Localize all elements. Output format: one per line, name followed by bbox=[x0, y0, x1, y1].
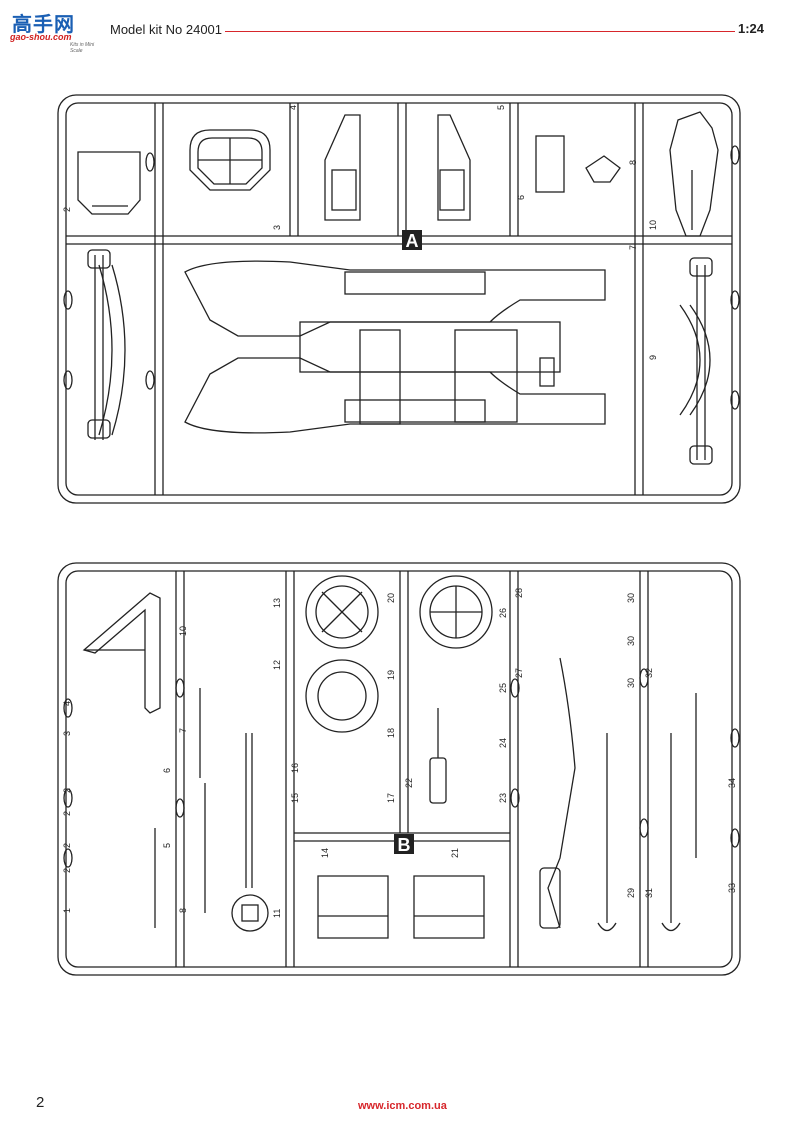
logo-url-text: gao-shou.com bbox=[10, 32, 72, 42]
part-number: 9 bbox=[648, 355, 658, 360]
part-number: 2 bbox=[62, 788, 72, 793]
part-number: 5 bbox=[162, 843, 172, 848]
sprue-b-svg: B 1 2 2 2 2 3 4 5 6 7 8 10 11 12 13 14 1… bbox=[57, 562, 741, 976]
header-divider bbox=[225, 31, 735, 32]
part-number: 4 bbox=[288, 105, 298, 110]
kit-title: Model kit No 24001 bbox=[110, 22, 223, 37]
site-logo: 高手网 gao-shou.com Kits in Mini Scale bbox=[8, 8, 108, 54]
sprue-b-letter: B bbox=[398, 835, 411, 855]
part-number: 6 bbox=[162, 768, 172, 773]
part-number: 23 bbox=[498, 793, 508, 803]
part-number: 31 bbox=[644, 888, 654, 898]
part-number: 3 bbox=[62, 731, 72, 736]
part-number: 6 bbox=[516, 195, 526, 200]
part-number: 10 bbox=[648, 220, 658, 230]
part-number: 21 bbox=[450, 848, 460, 858]
sprue-b-frame bbox=[57, 562, 741, 976]
logo-chinese-text: 高手网 bbox=[12, 12, 75, 36]
part-number: 8 bbox=[628, 160, 638, 165]
part-number: 7 bbox=[178, 728, 188, 733]
part-number: 28 bbox=[514, 588, 524, 598]
sprue-a-frame bbox=[57, 94, 741, 504]
sprue-a-diagram: A 2 3 4 5 6 7 8 9 10 bbox=[0, 90, 800, 510]
part-number: 25 bbox=[498, 683, 508, 693]
part-number: 18 bbox=[386, 728, 396, 738]
page-number: 2 bbox=[36, 1094, 45, 1111]
part-number: 22 bbox=[404, 778, 414, 788]
part-number: 3 bbox=[272, 225, 282, 230]
part-number: 2 bbox=[62, 868, 72, 873]
part-number: 19 bbox=[386, 670, 396, 680]
logo-tagline: Kits in Mini Scale bbox=[70, 42, 95, 54]
sprue-a-frame-inner bbox=[65, 102, 733, 496]
part-number: 17 bbox=[386, 793, 396, 803]
part-number: 29 bbox=[626, 888, 636, 898]
part-number: 34 bbox=[727, 778, 737, 788]
part-number: 2 bbox=[62, 811, 72, 816]
sprue-a-badge bbox=[402, 230, 422, 250]
part-number: 14 bbox=[320, 848, 330, 858]
part-number: 33 bbox=[727, 883, 737, 893]
part-number: 30 bbox=[626, 593, 636, 603]
part-number: 11 bbox=[272, 909, 282, 918]
page-header: 高手网 gao-shou.com Kits in Mini Scale Mode… bbox=[0, 0, 800, 60]
part-number: 30 bbox=[626, 636, 636, 646]
part-number: 1 bbox=[62, 908, 72, 913]
website-link[interactable]: www.icm.com.ua bbox=[358, 1100, 447, 1112]
sprue-a-svg: A 2 3 4 5 6 7 8 9 10 bbox=[57, 94, 741, 504]
part-number: 4 bbox=[62, 701, 72, 706]
part-number: 20 bbox=[386, 593, 396, 603]
part-number: 2 bbox=[62, 843, 72, 848]
sprue-b-badge bbox=[394, 834, 414, 854]
part-number: 7 bbox=[628, 245, 638, 250]
part-number: 16 bbox=[290, 763, 300, 773]
part-number: 2 bbox=[62, 207, 72, 212]
part-number: 5 bbox=[496, 105, 506, 110]
part-number: 12 bbox=[272, 660, 282, 670]
sprue-a-letter: A bbox=[406, 231, 419, 251]
scale-label: 1:24 bbox=[738, 21, 765, 36]
part-number: 24 bbox=[498, 738, 508, 748]
sprue-b-frame-inner bbox=[65, 570, 733, 968]
part-number: 15 bbox=[290, 793, 300, 803]
part-number: 27 bbox=[514, 668, 524, 678]
part-number: 10 bbox=[178, 626, 188, 636]
part-number: 13 bbox=[272, 598, 282, 608]
sprue-b-diagram: B 1 2 2 2 2 3 4 5 6 7 8 10 11 12 13 14 1… bbox=[0, 558, 800, 978]
part-number: 30 bbox=[626, 678, 636, 688]
part-number: 26 bbox=[498, 608, 508, 618]
part-number: 8 bbox=[178, 908, 188, 913]
part-number: 32 bbox=[644, 668, 654, 678]
